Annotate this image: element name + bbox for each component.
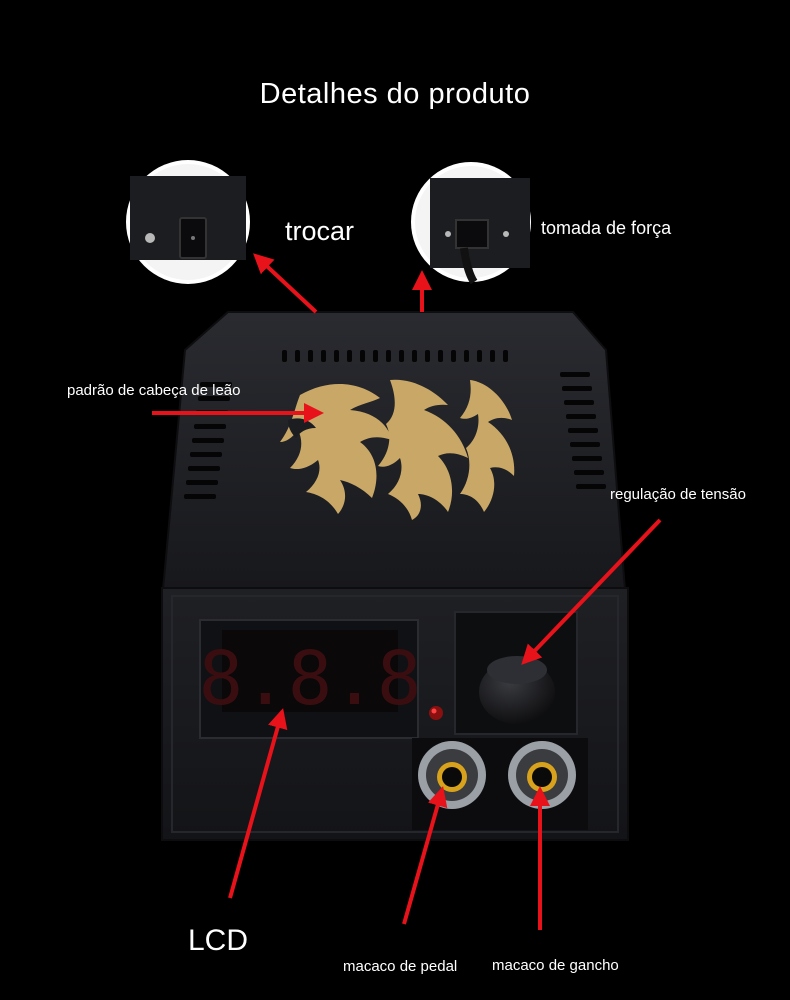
arrow-voltage xyxy=(521,518,662,665)
hook-jack xyxy=(508,741,576,809)
lion-pattern-label: padrão de cabeça de leão xyxy=(67,382,241,399)
power-socket-label: tomada de força xyxy=(541,218,672,238)
lcd-screen xyxy=(222,630,398,712)
pedal-jack-label: macaco de pedal xyxy=(343,958,458,975)
arrow-switch xyxy=(253,253,318,314)
lcd-digits: 8.8.8 xyxy=(199,636,422,722)
switch-label: trocar xyxy=(285,216,355,246)
arrow-pedal xyxy=(402,786,448,925)
switch-inset xyxy=(126,160,250,284)
callout-arrows xyxy=(152,253,662,930)
voltage-regulation-label: regulação de tensão xyxy=(610,486,746,503)
top-vents xyxy=(282,350,508,362)
power-socket-icon xyxy=(455,219,489,249)
arrow-lcd xyxy=(228,708,288,899)
hook-jack-label: macaco de gancho xyxy=(492,957,619,974)
left-side-vents xyxy=(184,382,232,499)
page-title: Detalhes do produto xyxy=(259,78,531,110)
pedal-jack xyxy=(418,741,486,809)
status-led xyxy=(429,706,443,720)
lcd-label: LCD xyxy=(188,924,249,957)
power-inset xyxy=(411,162,531,285)
right-side-vents xyxy=(560,372,606,489)
